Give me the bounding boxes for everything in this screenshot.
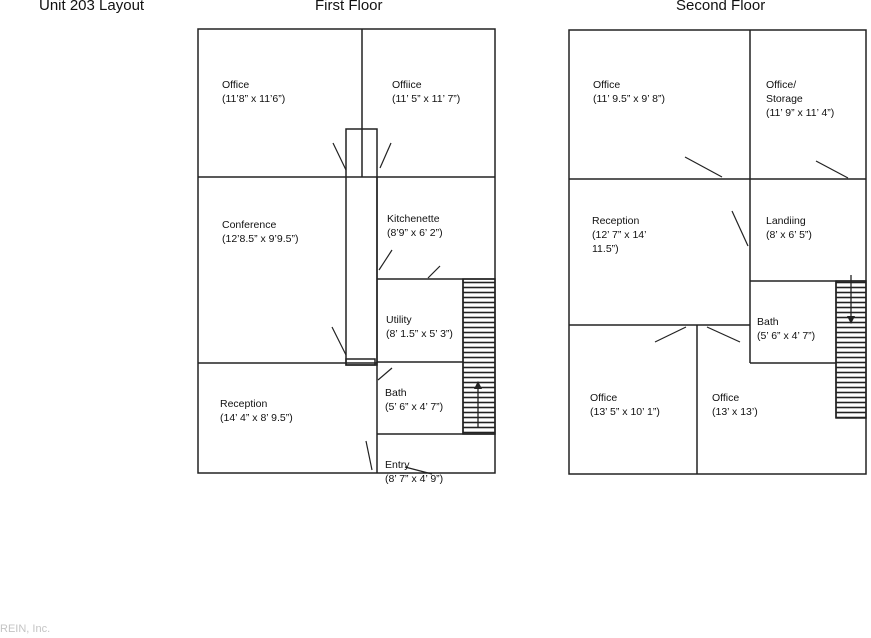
door-swing	[731, 210, 749, 247]
door-swing	[427, 265, 441, 279]
stairs-arrowhead	[474, 381, 482, 389]
room-label: Offiice(11’ 5” x 11’ 7”)	[392, 79, 461, 105]
door-swing	[378, 249, 393, 271]
room-label: Office(13’ x 13’)	[712, 392, 758, 418]
first-floor-title: First Floor	[315, 0, 383, 14]
room-label: Office(11’ 9.5” x 9’ 8”)	[593, 79, 665, 105]
room-label: Entry(8’ 7” x 4’ 9”)	[385, 459, 444, 485]
door-swing	[815, 160, 849, 179]
door-swing	[706, 326, 741, 343]
second-floor-plan	[568, 29, 867, 475]
room-label: Office(13’ 5” x 10’ 1”)	[590, 392, 660, 418]
first-floor-outline	[197, 28, 496, 474]
room-label: Bath(5’ 6” x 4’ 7”)	[385, 387, 444, 413]
door-swing	[684, 156, 723, 178]
first-floor-plan	[197, 28, 496, 475]
room-label: Reception(14’ 4” x 8’ 9.5”)	[220, 398, 293, 424]
door-swing	[377, 367, 393, 381]
layout-title: Unit 203 Layout	[39, 0, 145, 14]
shaft-base	[345, 358, 376, 366]
watermark: REIN, Inc.	[0, 623, 51, 635]
room-label: Kitchenette(8’9” x 6’ 2”)	[387, 213, 443, 239]
stairs	[462, 278, 496, 435]
room-label: Office(11’8” x 11’6”)	[222, 79, 286, 105]
room-label: Bath(5’ 6” x 4’ 7”)	[757, 316, 816, 342]
door-swing	[379, 142, 392, 169]
second-floor-outline	[568, 29, 867, 475]
room-label: Conference(12’8.5” x 9’9.5”)	[222, 219, 299, 245]
door-swing	[331, 326, 347, 356]
door-swing	[332, 142, 347, 171]
room-label: Reception(12’ 7” x 14’ 11.5”)	[592, 215, 647, 255]
door-swing	[365, 440, 373, 471]
stairs-arrowhead	[847, 316, 855, 324]
room-label: Utility(8’ 1.5” x 5’ 3”)	[386, 314, 453, 340]
second-floor-title: Second Floor	[676, 0, 766, 14]
door-swing	[654, 326, 687, 343]
door-swing	[404, 466, 433, 475]
room-label: Landiing(8’ x 6’ 5”)	[766, 215, 812, 241]
room-label: Office/ Storage(11’ 9” x 11’ 4”)	[766, 79, 835, 119]
